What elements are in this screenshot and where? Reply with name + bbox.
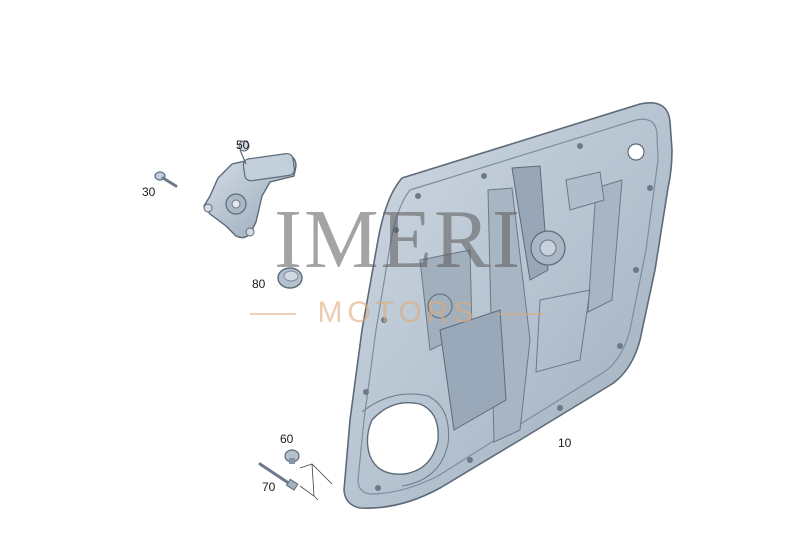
watermark-rule-right	[498, 313, 544, 315]
grommet-icon[interactable]	[284, 449, 300, 464]
plug-cap-icon[interactable]	[277, 267, 303, 289]
watermark-rule-left	[250, 313, 296, 315]
callout-30: 30	[142, 185, 156, 199]
leader-lines	[299, 463, 333, 501]
door-carrier-panel-icon[interactable]	[343, 102, 673, 509]
callout-60: 60	[280, 432, 294, 446]
callout-70: 70	[262, 480, 276, 494]
window-regulator-motor-icon[interactable]	[203, 140, 297, 239]
callout-80: 80	[252, 277, 266, 291]
callout-10: 10	[558, 436, 572, 450]
watermark-logo: IMERI	[274, 193, 522, 286]
screw-icon[interactable]	[154, 171, 178, 188]
bolt-icon[interactable]	[258, 462, 299, 491]
watermark-subtitle: MOTORS	[317, 296, 479, 329]
callout-50: 50	[236, 138, 250, 152]
